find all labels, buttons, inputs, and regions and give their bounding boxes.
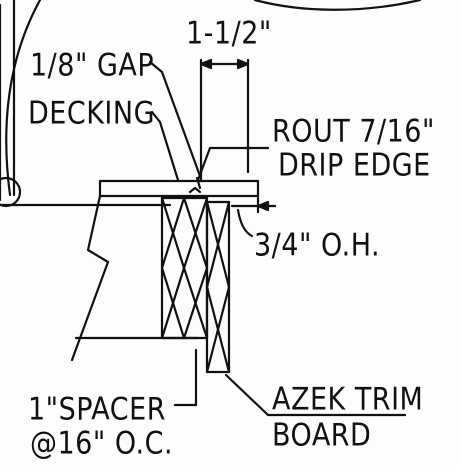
decking-label: DECKING bbox=[28, 95, 155, 132]
trim-hatch-1 bbox=[205, 200, 231, 374]
spacer-label: 1"SPACER bbox=[28, 391, 166, 428]
break-line bbox=[70, 194, 110, 362]
trim-hatch-2 bbox=[205, 200, 231, 374]
spacer-hatch-4 bbox=[182, 196, 209, 340]
gap-label: 1/8" GAP bbox=[30, 47, 155, 84]
framing-arc bbox=[5, 0, 42, 197]
spacer-hatch-1 bbox=[160, 196, 186, 340]
framing-top-arc bbox=[253, 0, 422, 11]
drip-edge-label: DRIP EDGE bbox=[278, 147, 431, 184]
trim-board-label-2: BOARD bbox=[272, 417, 372, 454]
overhang-leader bbox=[236, 208, 254, 238]
decking-leader bbox=[150, 110, 180, 182]
spacer-hatch-2 bbox=[160, 196, 186, 340]
overhang-arrow bbox=[256, 200, 270, 212]
spacer-hatch-3 bbox=[182, 196, 209, 340]
dimension-label-width: 1-1/2" bbox=[186, 15, 272, 52]
dim-arrow-right bbox=[236, 58, 250, 70]
rout-label: ROUT 7/16" bbox=[272, 113, 435, 150]
drip-edge-rout bbox=[188, 186, 202, 194]
dim-arrow-left bbox=[199, 58, 213, 70]
spacer-spacing-label: @16" O.C. bbox=[30, 425, 174, 462]
trim-leader bbox=[224, 373, 270, 417]
drip-edge-leader bbox=[196, 146, 270, 182]
trim-board-label: AZEK TRIM bbox=[272, 381, 424, 418]
overhang-label: 3/4" O.H. bbox=[254, 227, 381, 264]
spacer-leader bbox=[173, 348, 198, 407]
decking-board bbox=[98, 179, 260, 198]
trim-board bbox=[205, 200, 231, 374]
gap-leader bbox=[148, 60, 202, 178]
